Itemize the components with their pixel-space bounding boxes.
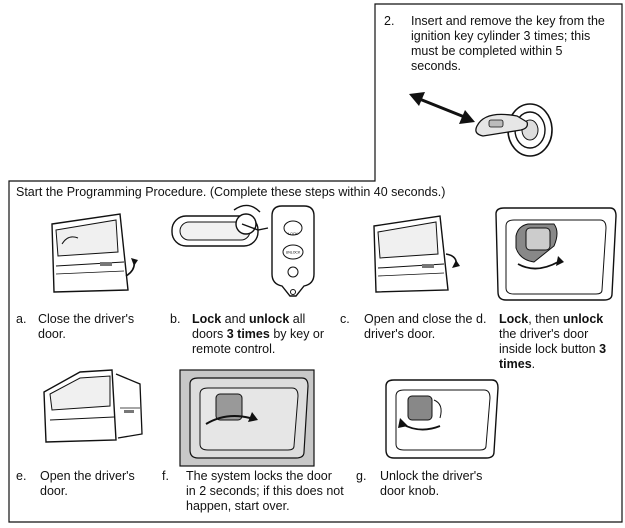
step-d-letter: d. xyxy=(476,312,487,326)
double-arrow-icon xyxy=(409,92,475,124)
door-knob-unlock-illustration xyxy=(385,379,499,459)
step-c-text: Open and close the driver's door. xyxy=(364,312,473,341)
step-c-letter: c. xyxy=(340,312,350,326)
key-lock-icon xyxy=(233,204,269,235)
door-open-illustration xyxy=(43,369,143,443)
ignition-key-illustration xyxy=(409,92,553,157)
step-f-letter: f. xyxy=(162,469,169,483)
step-2-number: 2. xyxy=(384,14,395,28)
lock-button-arrow-icon xyxy=(517,261,559,270)
step-2-text: Insert and remove the key from the ignit… xyxy=(411,14,605,73)
door-lock-result-illustration xyxy=(179,369,315,467)
step-e-text: Open the driver's door. xyxy=(40,469,135,498)
inside-lock-button-illustration xyxy=(495,207,617,301)
door-open-close-illustration xyxy=(373,215,460,293)
step-g-letter: g. xyxy=(356,469,367,483)
door-close-illustration xyxy=(51,213,138,293)
remote-fob-icon: LOCK UNLOCK xyxy=(271,205,315,297)
step-e-letter: e. xyxy=(16,469,27,483)
step-a-text: Close the driver's door. xyxy=(38,312,135,341)
remote-unlock-label: UNLOCK xyxy=(286,251,301,255)
step-f-text: The system locks the door in 2 seconds; … xyxy=(186,469,344,513)
key-and-remote-illustration: LOCK UNLOCK xyxy=(171,204,315,297)
auto-lock-arrow-icon xyxy=(205,415,251,425)
step-b-text: Lock and unlock all doors 3 times by key… xyxy=(192,312,325,356)
step-a-letter: a. xyxy=(16,312,27,326)
step-d-text: Lock, then unlock the driver's door insi… xyxy=(499,312,607,371)
step-b-letter: b. xyxy=(170,312,181,326)
remote-lock-label: LOCK xyxy=(288,232,298,236)
step-g-text: Unlock the driver's door knob. xyxy=(380,469,483,498)
procedure-header: Start the Programming Procedure. (Comple… xyxy=(16,185,446,199)
key-icon xyxy=(475,113,529,137)
